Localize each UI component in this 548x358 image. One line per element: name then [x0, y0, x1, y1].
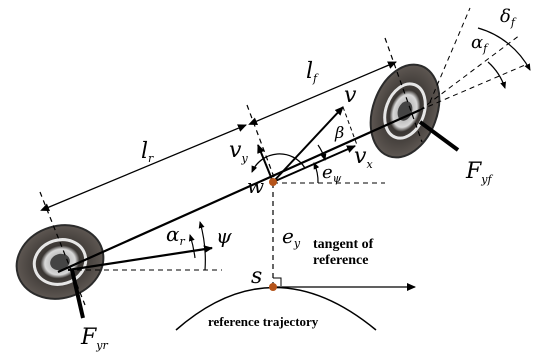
label-vy: vy [229, 138, 248, 165]
lr-dimension-arrow [40, 124, 247, 211]
epsi-arc [313, 162, 320, 184]
psi-arc [198, 221, 206, 271]
right-angle-marker [273, 277, 282, 286]
label-tangent-line1: tangent of [313, 237, 374, 252]
rear-wheel-velocity [67, 245, 213, 272]
label-alpha-f: αf [471, 32, 489, 55]
cg-perpendicular-dashed [246, 104, 276, 181]
yaw-rate-arc [251, 153, 306, 173]
label-ey: ey [282, 224, 301, 250]
label-beta: β [334, 123, 344, 142]
beta-arc [317, 144, 327, 161]
vy-vector [257, 144, 274, 183]
label-vx: vx [354, 144, 373, 171]
label-v: v [344, 83, 357, 108]
label-s: s [251, 264, 262, 289]
label-alpha-r: αr [166, 222, 186, 248]
front-wheel-heading-dashed [419, 64, 526, 111]
front-lateral-force [418, 120, 460, 152]
rear-wheel-icon [15, 224, 105, 300]
label-epsi: eψ [322, 162, 342, 185]
alpha-f-arc [487, 61, 506, 89]
label-Fyf: Fyf [465, 159, 493, 186]
label-tangent-line2: reference [313, 253, 368, 268]
label-delta-f: δf [500, 6, 517, 29]
lf-dimension-arrow [248, 61, 397, 125]
label-lf: lf [306, 59, 319, 85]
alpha-r-arc [188, 234, 196, 259]
front-axle-dashed [384, 37, 423, 143]
label-w: w [247, 174, 264, 198]
front-velocity-dashed [419, 34, 521, 111]
s-point [269, 283, 277, 291]
v-vector [272, 106, 344, 183]
front-steer-dashed [429, 7, 471, 103]
label-psi: ψ [216, 224, 232, 248]
label-lr: lr [141, 139, 154, 165]
rear-lateral-force [70, 269, 85, 319]
cg-point [269, 178, 277, 186]
label-Fyr: Fyr [80, 325, 108, 352]
delta-f-arc [477, 27, 531, 71]
label-reference-trajectory: reference trajectory [208, 314, 319, 329]
